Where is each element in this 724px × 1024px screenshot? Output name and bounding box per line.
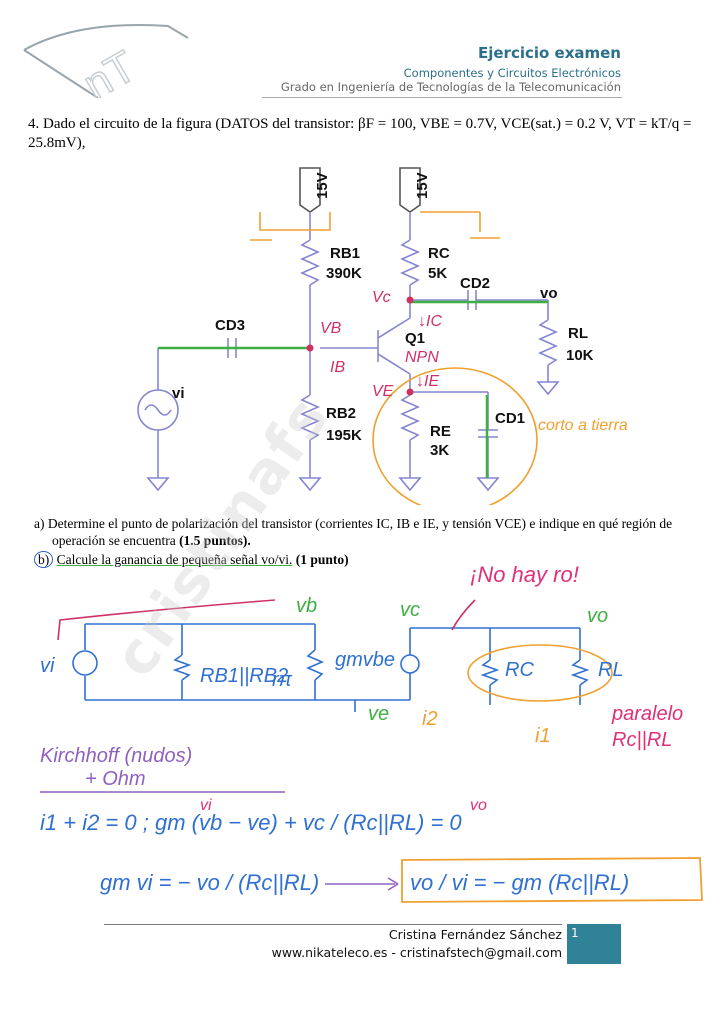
current-i2: i2 [422,708,438,730]
r-pi: rπ [272,669,293,691]
question-b-points: (1 punto) [295,552,349,567]
circuit-diagram: 15V 15V RB1 390K RC 5K CD2 vo CD3 Q1 RL … [137,167,628,505]
rc-value: 5K [428,265,447,282]
ohm-note: + Ohm [85,768,146,790]
gm-source: gmvbe [335,649,395,671]
rl-value: 10K [566,347,594,364]
question-b-label: b) [34,551,54,568]
rb2-value: 195K [326,427,362,444]
note-vb: VB [320,320,342,337]
footer-author: Cristina Fernández Sánchez [388,927,562,942]
source-vi: vi [40,655,55,677]
equation-2: gm vi = − vo / (Rc||RL) [100,870,319,895]
degree-name: Grado en Ingeniería de Tecnologías de la… [280,80,621,94]
note-no-ro: ¡No hay ro! [470,562,579,587]
equation-1: i1 + i2 = 0 ; gm (vb − ve) + vc / (Rc||R… [40,810,462,835]
equation-1-vo: vo [470,797,487,814]
question-a: a) Determine el punto de polarización de… [34,515,694,549]
cd3-label: CD3 [215,317,245,334]
question-a-text: a) Determine el punto de polarización de… [34,516,673,548]
rb1-label: RB1 [330,245,360,262]
equation-1-vi: vi [200,797,212,814]
note-ib: IB [330,359,345,376]
note-ve: VE [372,383,394,400]
node-ve: ve [368,703,389,725]
rb1-value: 390K [326,265,362,282]
cd1-label: CD1 [495,410,525,427]
rl-small: RL [598,659,624,681]
note-ie: ↓IE [416,373,439,390]
q1-label: Q1 [405,330,425,347]
cd2-label: CD2 [460,275,490,292]
page-subtitle: Componentes y Circuitos Electrónicos [403,66,621,80]
small-signal-solution: ¡No hay ro! vb vc vo vi RB1||RB2 rπ [40,562,703,903]
note-vc: Vc [372,289,391,306]
question-a-points: (1.5 puntos). [179,533,251,548]
kirchhoff-note: Kirchhoff (nudos) [40,745,192,767]
footer-divider [104,924,562,925]
node-vc: vc [400,599,420,621]
footer-contact: www.nikateleco.es - cristinafstech@gmail… [271,945,562,960]
supply-1-label: 15V [314,172,331,199]
node-vb: vb [296,595,317,617]
equation-result: vo / vi = − gm (Rc||RL) [410,870,629,895]
rl-label: RL [568,325,588,342]
page-title: Ejercicio examen [477,44,621,62]
page-number: 1 [567,924,621,964]
rc-small: RC [505,659,534,681]
note-short-to-ground: corto a tierra [538,417,628,434]
problem-statement: 4. Dado el circuito de la figura (DATOS … [28,116,692,151]
re-value: 3K [430,442,449,459]
current-i1: i1 [535,725,551,747]
supply-2-label: 15V [414,172,431,199]
vi-label: vi [172,385,185,402]
note-parallel-rc-rl: Rc||RL [612,729,672,751]
questions: a) Determine el punto de polarización de… [34,515,694,568]
rb-parallel: RB1||RB2 [200,665,288,687]
node-vo: vo [587,605,608,627]
logo: nT [18,18,193,110]
re-label: RE [430,423,451,440]
note-ic: ↓IC [418,313,442,330]
header-divider [262,97,622,98]
question-b-text: Calcule la ganancia de pequeña señal vo/… [56,552,293,567]
note-npn: NPN [405,349,439,366]
vo-label: vo [540,285,558,302]
note-parallel: paralelo [611,703,683,725]
rc-label: RC [428,245,450,262]
rb2-label: RB2 [326,405,356,422]
question-b: b) Calcule la ganancia de pequeña señal … [34,551,694,568]
